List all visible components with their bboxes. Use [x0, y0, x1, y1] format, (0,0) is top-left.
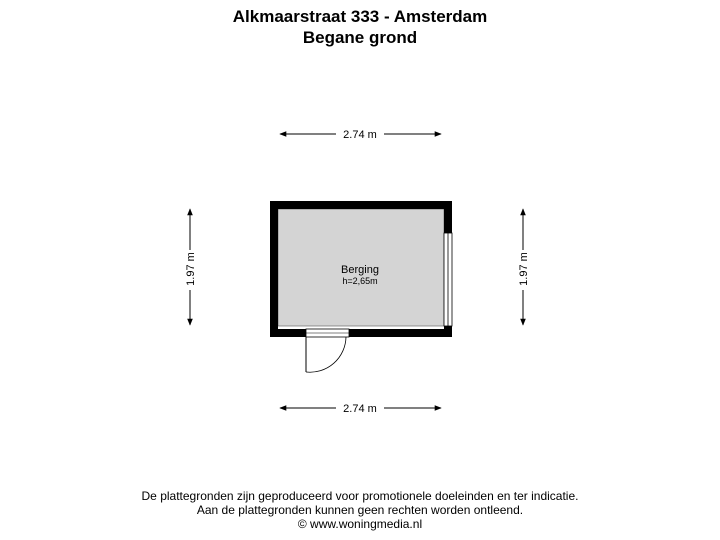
copyright: © www.woningmedia.nl [297, 517, 423, 531]
disclaimer-line-1: De plattegronden zijn geproduceerd voor … [141, 489, 579, 503]
dimension-right-label: 1.97 m [518, 252, 530, 286]
wall-bottom-left [270, 329, 306, 337]
walls [270, 201, 452, 337]
dimension-top-label: 2.74 m [343, 129, 377, 141]
plan-title: Alkmaarstraat 333 - Amsterdam [232, 7, 488, 26]
dimension-left-label: 1.97 m [185, 252, 197, 286]
dimension-bottom: 2.74 m [279, 403, 442, 415]
floor-name: Begane grond [302, 28, 418, 47]
dimension-right: 1.97 m [518, 208, 530, 326]
wall-top [270, 201, 452, 209]
dimension-bottom-label: 2.74 m [343, 403, 377, 415]
room-height: h=2,65m [342, 276, 377, 286]
wall-right-upper [444, 201, 452, 233]
wall-left [270, 201, 278, 337]
dimension-top: 2.74 m [279, 129, 442, 141]
dimension-left: 1.97 m [185, 208, 197, 326]
room-floor [277, 208, 445, 327]
window [443, 232, 453, 327]
room-name: Berging [341, 264, 379, 276]
door [305, 328, 350, 373]
disclaimer-line-2: Aan de plattegronden kunnen geen rechten… [196, 503, 524, 517]
wall-bottom-right [349, 329, 452, 337]
